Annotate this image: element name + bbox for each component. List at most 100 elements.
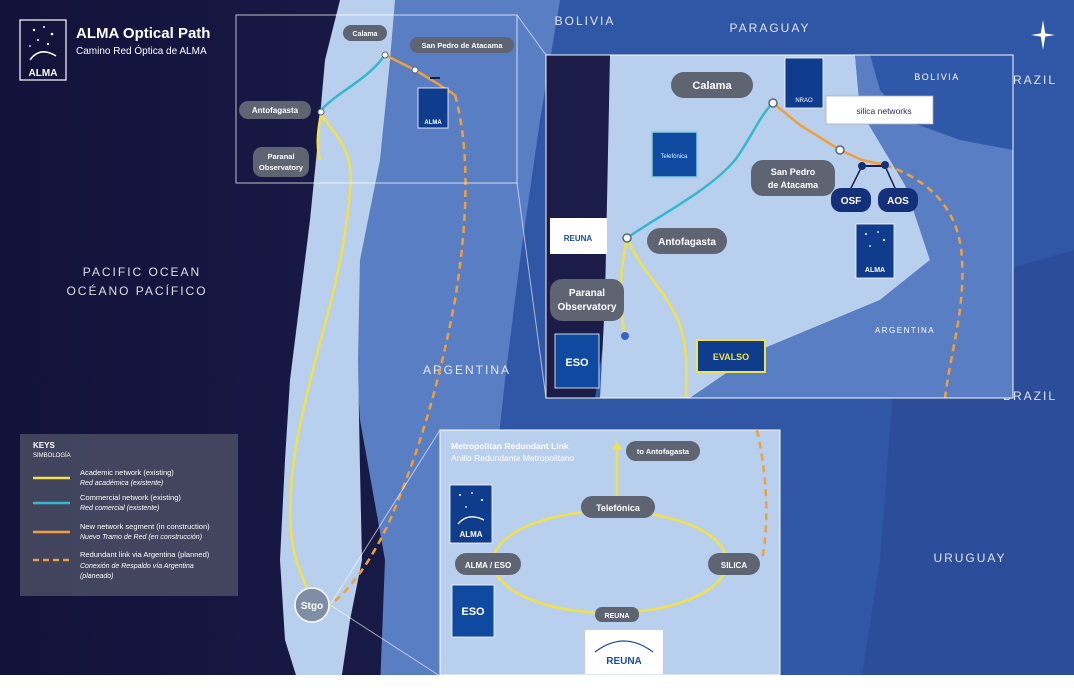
inset-san-pedro-line2: de Atacama [768,180,819,190]
zoom-connector-top [516,14,547,56]
overview-antofagasta-label: Antofagasta [252,106,299,115]
inset-evalso-logo-text: EVALSO [713,352,749,362]
academic-line-paranal [316,113,323,161]
metro-redundant-line [755,429,768,561]
legend-construction-es: Nuevo Tramo de Red (en construcción) [80,534,202,541]
metro-connector-top [329,429,441,606]
overview-paranal-line2: Observatory [259,163,304,172]
inset-redundant-line [884,163,964,399]
overview-calama-node [381,51,389,59]
overview-alma-logo-icon [417,87,449,129]
page-title: ALMA Optical Path [76,25,210,42]
inset-alma-logo-text: ALMA [865,267,885,274]
label-brazil-mid: BRAZIL [1003,389,1057,403]
inset-nrao-logo-icon [784,57,824,109]
redundant-line-main [329,94,467,606]
inset-zoom-map: BOLIVIA ARGENTINA Calama San Pedro de At… [545,54,1014,399]
label-oceano-pacifico: OCÉANO PACÍFICO [66,283,207,298]
inset-osf-label: OSF [841,196,862,207]
metro-to-antofagasta-label: to Antofagasta [637,447,690,456]
inset-paranal-node [621,332,629,340]
label-brazil-top: BRAZIL [1003,73,1057,87]
legend-panel: KEYS SIMBOLOGÍA Academic network (existi… [20,434,238,596]
overview-paranal-pill [253,147,309,177]
legend-redundant-en: Redundant link via Argentina (planned) [80,550,210,559]
inset-alma-logo-icon [855,223,895,279]
alma-logo-frame [19,19,67,81]
inset-san-pedro-line1: San Pedro [771,167,816,177]
inset-argentina [690,55,1013,398]
inset-calama-pill [671,72,753,98]
inset-bolivia-label: BOLIVIA [914,72,960,82]
inset-aos-label: AOS [887,196,909,207]
metro-eso-logo-text: ESO [461,606,485,618]
overview-san-pedro-node [411,66,419,74]
metro-up-arrow-icon [612,441,622,450]
inset-paranal-pill [550,279,624,321]
inset-osf-pill [831,188,871,212]
legend-redundant-es2: (planeado) [80,573,113,580]
inset-argentina-label: ARGENTINA [875,326,935,335]
overview-calama-pill [343,25,387,41]
metro-subtitle: Anillo Redundante Metropolitano [451,453,575,463]
metro-connector-bottom [329,604,441,677]
inset-telefonica-logo-text: Telefónica [660,154,688,160]
inset-osf-node [858,162,866,170]
inset-eso-logo-text: ESO [565,357,589,369]
academic-line-main [289,113,353,606]
stgo-label: Stgo [301,601,323,612]
inset-frame [545,54,1014,399]
inset-san-pedro-node [835,145,845,155]
bottom-margin [0,675,1074,688]
metro-title: Metropolitan Redundant Link [451,441,569,451]
stgo-node [294,587,330,623]
overview-region-box [235,14,518,184]
metro-alma-logo-text: ALMA [459,530,482,539]
inset-silica-logo-text: silica networks [856,106,911,116]
alma-logo-stars-icon [29,26,54,47]
inset-telefonica-logo-icon [651,131,698,178]
inset-silica-logo-icon [825,95,934,125]
metro-silica-label: SILICA [721,561,747,570]
inset-academic-line-south [625,237,688,399]
metro-reuna-pill [595,607,639,622]
legend-academic-en: Academic network (existing) [80,468,174,477]
inset-nrao-logo-text: NRAO [795,98,813,104]
inset-commercial-line [626,102,774,240]
inset-antofagasta-pill [647,228,727,254]
compass-rose-icon [1031,20,1055,50]
inset-aos-node [881,161,889,169]
inset-antofagasta-node [622,233,632,243]
label-paraguay: PARAGUAY [730,21,811,35]
metro-alma-eso-pill [455,553,521,575]
alma-header: ALMA ALMA Optical Path Camino Red Óptica… [19,19,210,81]
label-bolivia: BOLIVIA [555,14,616,28]
inset-evalso-logo-icon [696,339,766,373]
legend-redundant-es1: Conexión de Respaldo vía Argentina [80,563,194,570]
commercial-line-main [320,54,387,111]
metro-reuna-arc-icon [594,640,654,653]
metro-inset: Metropolitan Redundant Link Anillo Redun… [329,429,781,677]
label-pacific-ocean: PACIFIC OCEAN [83,265,201,279]
metro-telefonica-pill [581,496,655,518]
metro-eso-logo-icon [451,584,495,638]
legend-commercial-es: Red comercial (existente) [80,505,159,512]
metro-silica-pill [708,553,760,575]
legend-background [20,434,238,596]
metro-alma-logo-icon [449,484,493,544]
overview-paranal-line1: Paranal [267,152,294,161]
alma-logo-text: ALMA [29,68,58,79]
metro-reuna-logo-icon [585,630,663,674]
metro-reuna-logo-text: REUNA [606,656,642,667]
inset-reuna-logo-icon [550,218,607,254]
metro-alma-eso-label: ALMA / ESO [465,561,511,570]
inset-paranal-line1: Paranal [569,288,605,299]
legend-commercial-en: Commercial network (existing) [80,493,181,502]
inset-eso-logo-icon [554,333,600,389]
inset-paranal-line2: Observatory [558,302,617,313]
inset-alma-stars-icon [865,231,886,247]
overview-alma-logo-text: ALMA [424,120,442,126]
metro-alma-dish-icon [457,516,485,525]
inset-antofagasta-label: Antofagasta [658,237,716,248]
